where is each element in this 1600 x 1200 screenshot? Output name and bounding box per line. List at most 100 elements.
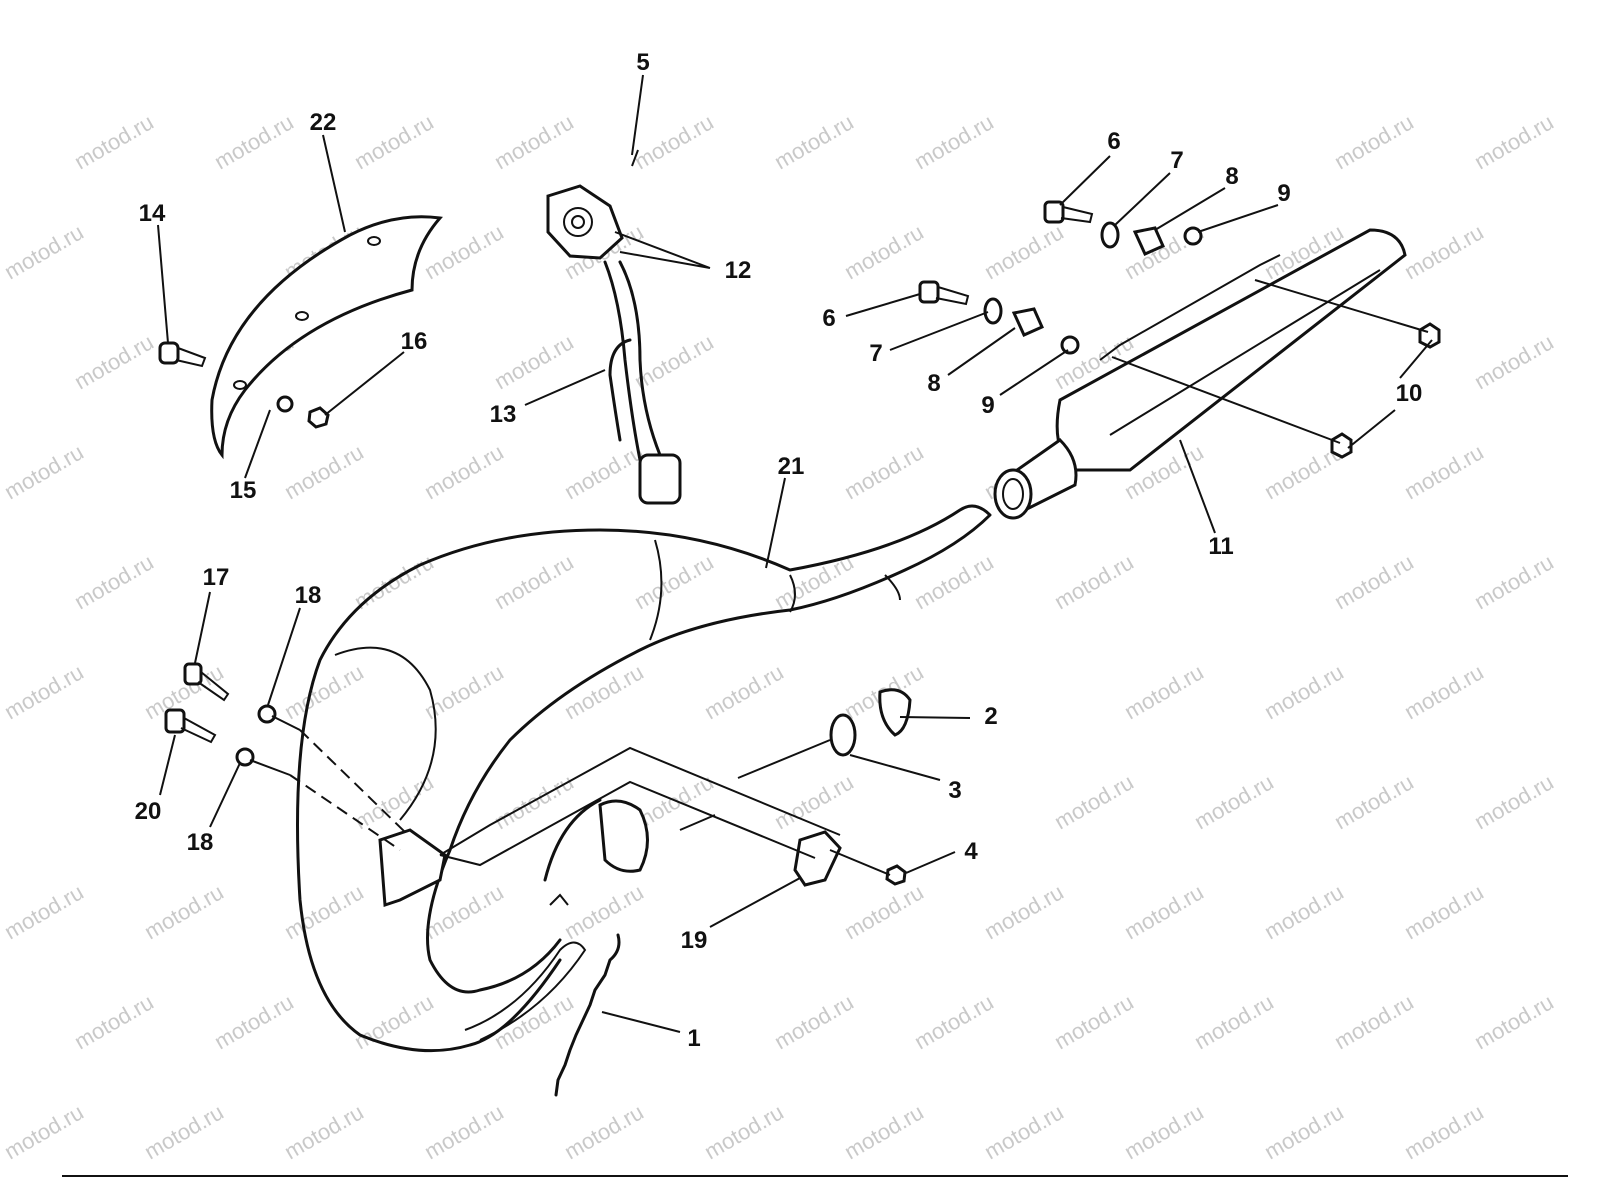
watermark-text: motod.ru — [350, 109, 438, 174]
watermark-text: motod.ru — [1400, 879, 1488, 944]
watermark-text: motod.ru — [770, 109, 858, 174]
watermark-text: motod.ru — [280, 659, 368, 724]
watermark-text: motod.ru — [1470, 109, 1558, 174]
watermark-text: motod.ru — [0, 219, 88, 284]
watermark-text: motod.ru — [840, 439, 928, 504]
callout-label-6: 6 — [822, 305, 835, 332]
callout-label-18: 18 — [295, 582, 322, 609]
nut-4-part — [885, 864, 907, 886]
callout-label-15: 15 — [230, 477, 257, 504]
watermark-text: motod.ru — [280, 1099, 368, 1164]
washer-18-part — [257, 704, 277, 724]
callout-label-21: 21 — [778, 453, 805, 480]
watermark-text: motod.ru — [1470, 549, 1558, 614]
watermark-text: motod.ru — [1120, 659, 1208, 724]
watermark-text: motod.ru — [560, 439, 648, 504]
shield-hole — [295, 311, 309, 321]
assembly-lines — [829, 849, 891, 876]
nut-10-part — [1330, 432, 1353, 459]
watermark-text: motod.ru — [0, 659, 88, 724]
washer-18-part — [235, 747, 255, 767]
callout-label-2: 2 — [984, 703, 997, 730]
callout-label-7: 7 — [1170, 147, 1183, 174]
mount-hardware-lower — [918, 280, 1080, 355]
callout-label-11: 11 — [1208, 533, 1233, 560]
watermark-text: motod.ru — [140, 879, 228, 944]
watermark-text: motod.ru — [840, 219, 928, 284]
callout-label-3: 3 — [948, 777, 961, 804]
watermark-text: motod.ru — [70, 109, 158, 174]
watermark-text: motod.ru — [140, 1099, 228, 1164]
watermark-text: motod.ru — [0, 1099, 88, 1164]
bolt-17-part — [183, 662, 230, 702]
watermark-text: motod.ru — [70, 989, 158, 1054]
watermark-text: motod.ru — [1400, 219, 1488, 284]
watermark-text: motod.ru — [1330, 769, 1418, 834]
watermark-text: motod.ru — [910, 549, 998, 614]
callout-label-13: 13 — [490, 401, 517, 428]
watermark-text: motod.ru — [1260, 659, 1348, 724]
watermark-text: motod.ru — [1470, 329, 1558, 394]
callout-label-9: 9 — [1277, 180, 1290, 207]
watermark-text: motod.ru — [1260, 1099, 1348, 1164]
watermark-text: motod.ru — [1470, 769, 1558, 834]
callout-label-12: 12 — [725, 257, 752, 284]
watermark-text: motod.ru — [630, 109, 718, 174]
watermark-text: motod.ru — [1120, 879, 1208, 944]
assembly-dashed-lines — [289, 729, 406, 851]
watermark-text: motod.ru — [1400, 1099, 1488, 1164]
washer-15-part — [276, 395, 294, 413]
heat-shield-part — [210, 215, 443, 460]
watermark-text: motod.ru — [840, 879, 928, 944]
watermark-text: motod.ru — [1330, 549, 1418, 614]
watermark-text: motod.ru — [0, 879, 88, 944]
watermark-text: motod.ru — [420, 439, 508, 504]
callout-label-10: 10 — [1396, 380, 1423, 407]
assembly-lines — [439, 739, 841, 867]
watermark-text: motod.ru — [1050, 769, 1138, 834]
nut-10-part — [1418, 322, 1441, 349]
watermark-text: motod.ru — [0, 439, 88, 504]
watermark-text: motod.ru — [420, 879, 508, 944]
callout-label-18: 18 — [187, 829, 214, 856]
watermark-text: motod.ru — [630, 549, 718, 614]
watermark-text: motod.ru — [560, 879, 648, 944]
watermark-text: motod.ru — [1330, 109, 1418, 174]
watermark-text: motod.ru — [700, 1099, 788, 1164]
watermark-text: motod.ru — [1330, 989, 1418, 1054]
watermark-text: motod.ru — [1470, 989, 1558, 1054]
watermark-text: motod.ru — [1120, 1099, 1208, 1164]
callout-label-4: 4 — [964, 838, 978, 865]
callout-label-20: 20 — [135, 798, 162, 825]
callout-label-7: 7 — [869, 340, 882, 367]
watermark-text: motod.ru — [910, 989, 998, 1054]
callout-label-8: 8 — [927, 370, 940, 397]
watermark-text: motod.ru — [1050, 549, 1138, 614]
nut-16-part — [307, 406, 330, 429]
gasket-2-part — [878, 688, 912, 737]
callout-label-14: 14 — [139, 200, 166, 227]
sensor-part — [546, 149, 682, 505]
watermark-text: motod.ru — [1190, 989, 1278, 1054]
spring-1-part — [554, 933, 621, 1097]
callout-label-16: 16 — [401, 328, 428, 355]
watermark-text: motod.ru — [980, 219, 1068, 284]
assembly-lines — [249, 715, 301, 776]
flange-19-part — [793, 830, 842, 887]
callout-label-17: 17 — [203, 564, 230, 591]
watermark-text: motod.ru — [980, 879, 1068, 944]
watermark-text: motod.ru — [560, 1099, 648, 1164]
gasket-3-part — [829, 713, 857, 757]
watermark-text: motod.ru — [770, 989, 858, 1054]
watermark-text: motod.ru — [490, 109, 578, 174]
watermark-text: motod.ru — [1050, 989, 1138, 1054]
mount-axis-lines — [1111, 279, 1429, 444]
bolt-14-part — [158, 341, 207, 368]
expansion-chamber-part — [296, 504, 992, 1053]
callout-label-22: 22 — [310, 109, 337, 136]
watermark-text: motod.ru — [980, 1099, 1068, 1164]
watermark-text: motod.ru — [210, 109, 298, 174]
shield-hole — [367, 236, 381, 246]
watermark-text: motod.ru — [70, 549, 158, 614]
